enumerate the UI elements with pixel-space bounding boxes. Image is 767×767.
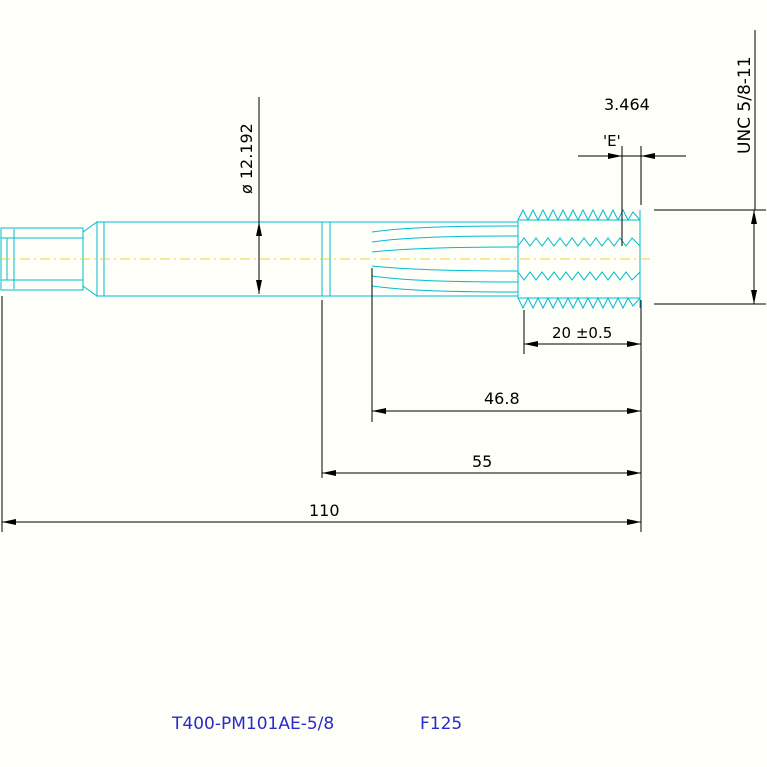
dimensions: 20 ±0.5 46.8 55 110 ø 12.192 3.464 'E' [1,30,766,532]
part-number: T400-PM101AE-5/8 [171,714,334,734]
title-block: T400-PM101AE-5/8 F125 [171,714,462,734]
thread-top [517,208,641,222]
dim-thread-length-text: 20 ±0.5 [552,324,612,342]
tap-outline [0,208,650,310]
dim-shank-to-tip-text: 55 [472,452,492,471]
dim-overall-length-text: 110 [309,501,340,520]
dim-pitch-label: 'E' [603,132,621,150]
thread-spec-text: UNC 5/8-11 [735,56,755,154]
dim-pitch-text: 3.464 [604,95,650,114]
thread-bottom [517,296,641,310]
dim-flute-length-text: 46.8 [484,389,520,408]
dim-diameter-text: ø 12.192 [237,123,256,194]
part-code: F125 [420,714,462,734]
